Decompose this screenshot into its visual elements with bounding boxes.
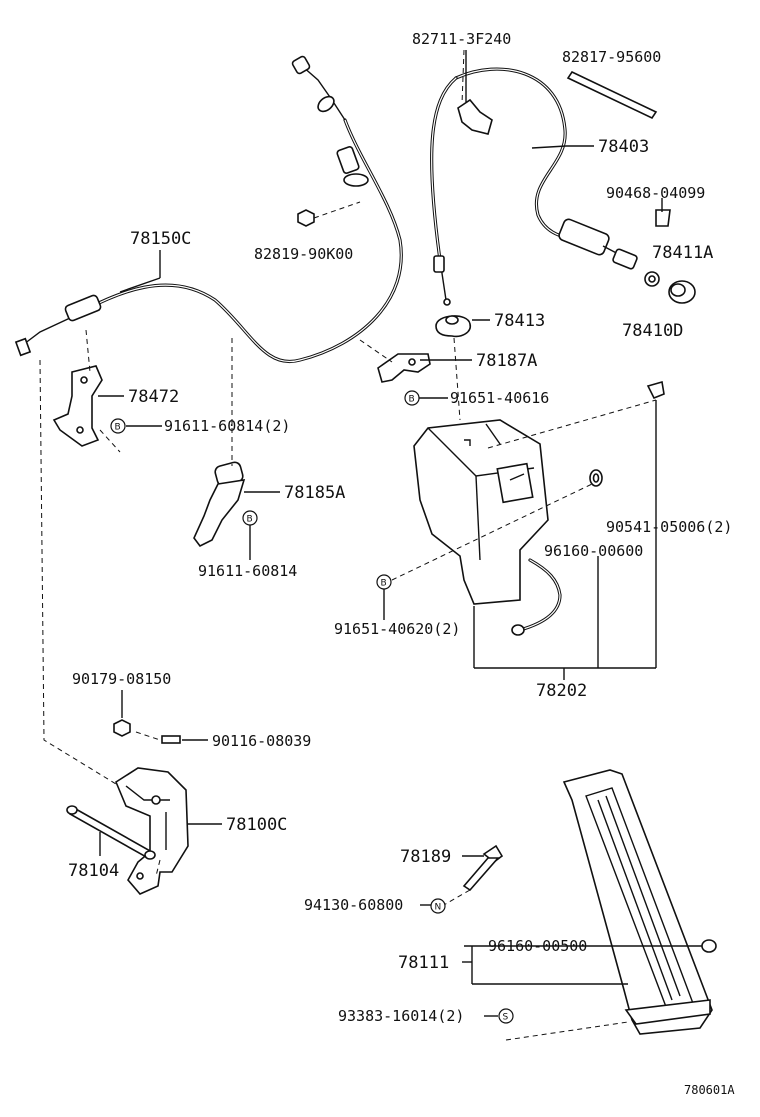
label-91611-60814-2: 91611-60814(2) xyxy=(164,417,290,435)
badge-nut: N xyxy=(430,898,446,914)
washer-96160-00500 xyxy=(701,939,717,953)
grommet-78413 xyxy=(435,315,472,338)
label-90541-05006-2: 90541-05006(2) xyxy=(606,518,732,536)
label-78100C: 78100C xyxy=(226,815,287,835)
clip-90541-05006 xyxy=(646,380,665,400)
nut-82819-90K00 xyxy=(297,201,361,227)
label-78410D: 78410D xyxy=(622,321,683,341)
svg-text:S: S xyxy=(503,1013,509,1023)
badge-bolt-4: B xyxy=(376,574,392,590)
cap-78411A xyxy=(668,280,696,304)
clamp-82711-3F240 xyxy=(457,50,493,135)
label-91651-40616: 91651-40616 xyxy=(450,389,549,407)
svg-text:B: B xyxy=(409,395,415,405)
badge-screw: S xyxy=(498,1008,514,1024)
label-96160-00600: 96160-00600 xyxy=(544,542,643,560)
nut-90179-08150 xyxy=(113,719,131,737)
label-90116-08039: 90116-08039 xyxy=(212,732,311,750)
label-91611-60814: 91611-60814 xyxy=(198,562,297,580)
rod-82817-95600 xyxy=(566,70,658,120)
badge-bolt-3: B xyxy=(404,390,420,406)
label-90179-08150: 90179-08150 xyxy=(72,670,171,688)
label-82817-95600: 82817-95600 xyxy=(562,48,661,66)
label-78411A: 78411A xyxy=(652,243,713,263)
label-78202: 78202 xyxy=(536,681,587,701)
bracket-78472 xyxy=(52,365,103,447)
bolt-78189 xyxy=(462,844,504,892)
washer-96160-00600 xyxy=(589,469,603,487)
label-91651-40620-2: 91651-40620(2) xyxy=(334,620,460,638)
badge-bolt-1: B xyxy=(110,418,126,434)
label-82819-90K00: 82819-90K00 xyxy=(254,245,353,263)
label-82711-3F240: 82711-3F240 xyxy=(412,30,511,48)
part-labels: 82711-3F240 82817-95600 78403 90468-0409… xyxy=(68,30,735,1097)
svg-text:B: B xyxy=(115,423,121,433)
label-78189: 78189 xyxy=(400,847,451,867)
label-78413: 78413 xyxy=(494,311,545,331)
label-94130-60800: 94130-60800 xyxy=(304,896,403,914)
bracket-78185A xyxy=(193,461,246,548)
badge-bolt-2: B xyxy=(242,510,258,526)
pedal-assembly-78202 xyxy=(413,419,562,636)
stud-90116-08039 xyxy=(161,735,181,744)
svg-text:B: B xyxy=(247,515,253,525)
label-78403: 78403 xyxy=(598,137,649,157)
label-90468-04099: 90468-04099 xyxy=(606,184,705,202)
grommet-78410D xyxy=(644,271,660,287)
label-78104: 78104 xyxy=(68,861,119,881)
dashed-guide-lines xyxy=(39,49,657,1041)
label-93383-16014-2: 93383-16014(2) xyxy=(338,1007,464,1025)
link-assembly-78100C xyxy=(115,767,189,895)
rod-78104 xyxy=(66,805,156,860)
svg-text:N: N xyxy=(435,903,442,913)
figure-code: 780601A xyxy=(684,1083,735,1097)
label-78150C: 78150C xyxy=(130,229,191,249)
cruise-cable-78403 xyxy=(430,67,638,306)
clip-90468-04099 xyxy=(655,198,671,227)
label-78185A: 78185A xyxy=(284,483,345,503)
svg-text:B: B xyxy=(381,579,387,589)
leader-lines xyxy=(98,145,702,1017)
accelerator-pedal-78111 xyxy=(562,769,713,1035)
label-78111: 78111 xyxy=(398,953,449,973)
accelerator-cable-78150C xyxy=(14,55,403,364)
label-78187A: 78187A xyxy=(476,351,537,371)
label-78472: 78472 xyxy=(128,387,179,407)
label-96160-00500: 96160-00500 xyxy=(488,937,587,955)
